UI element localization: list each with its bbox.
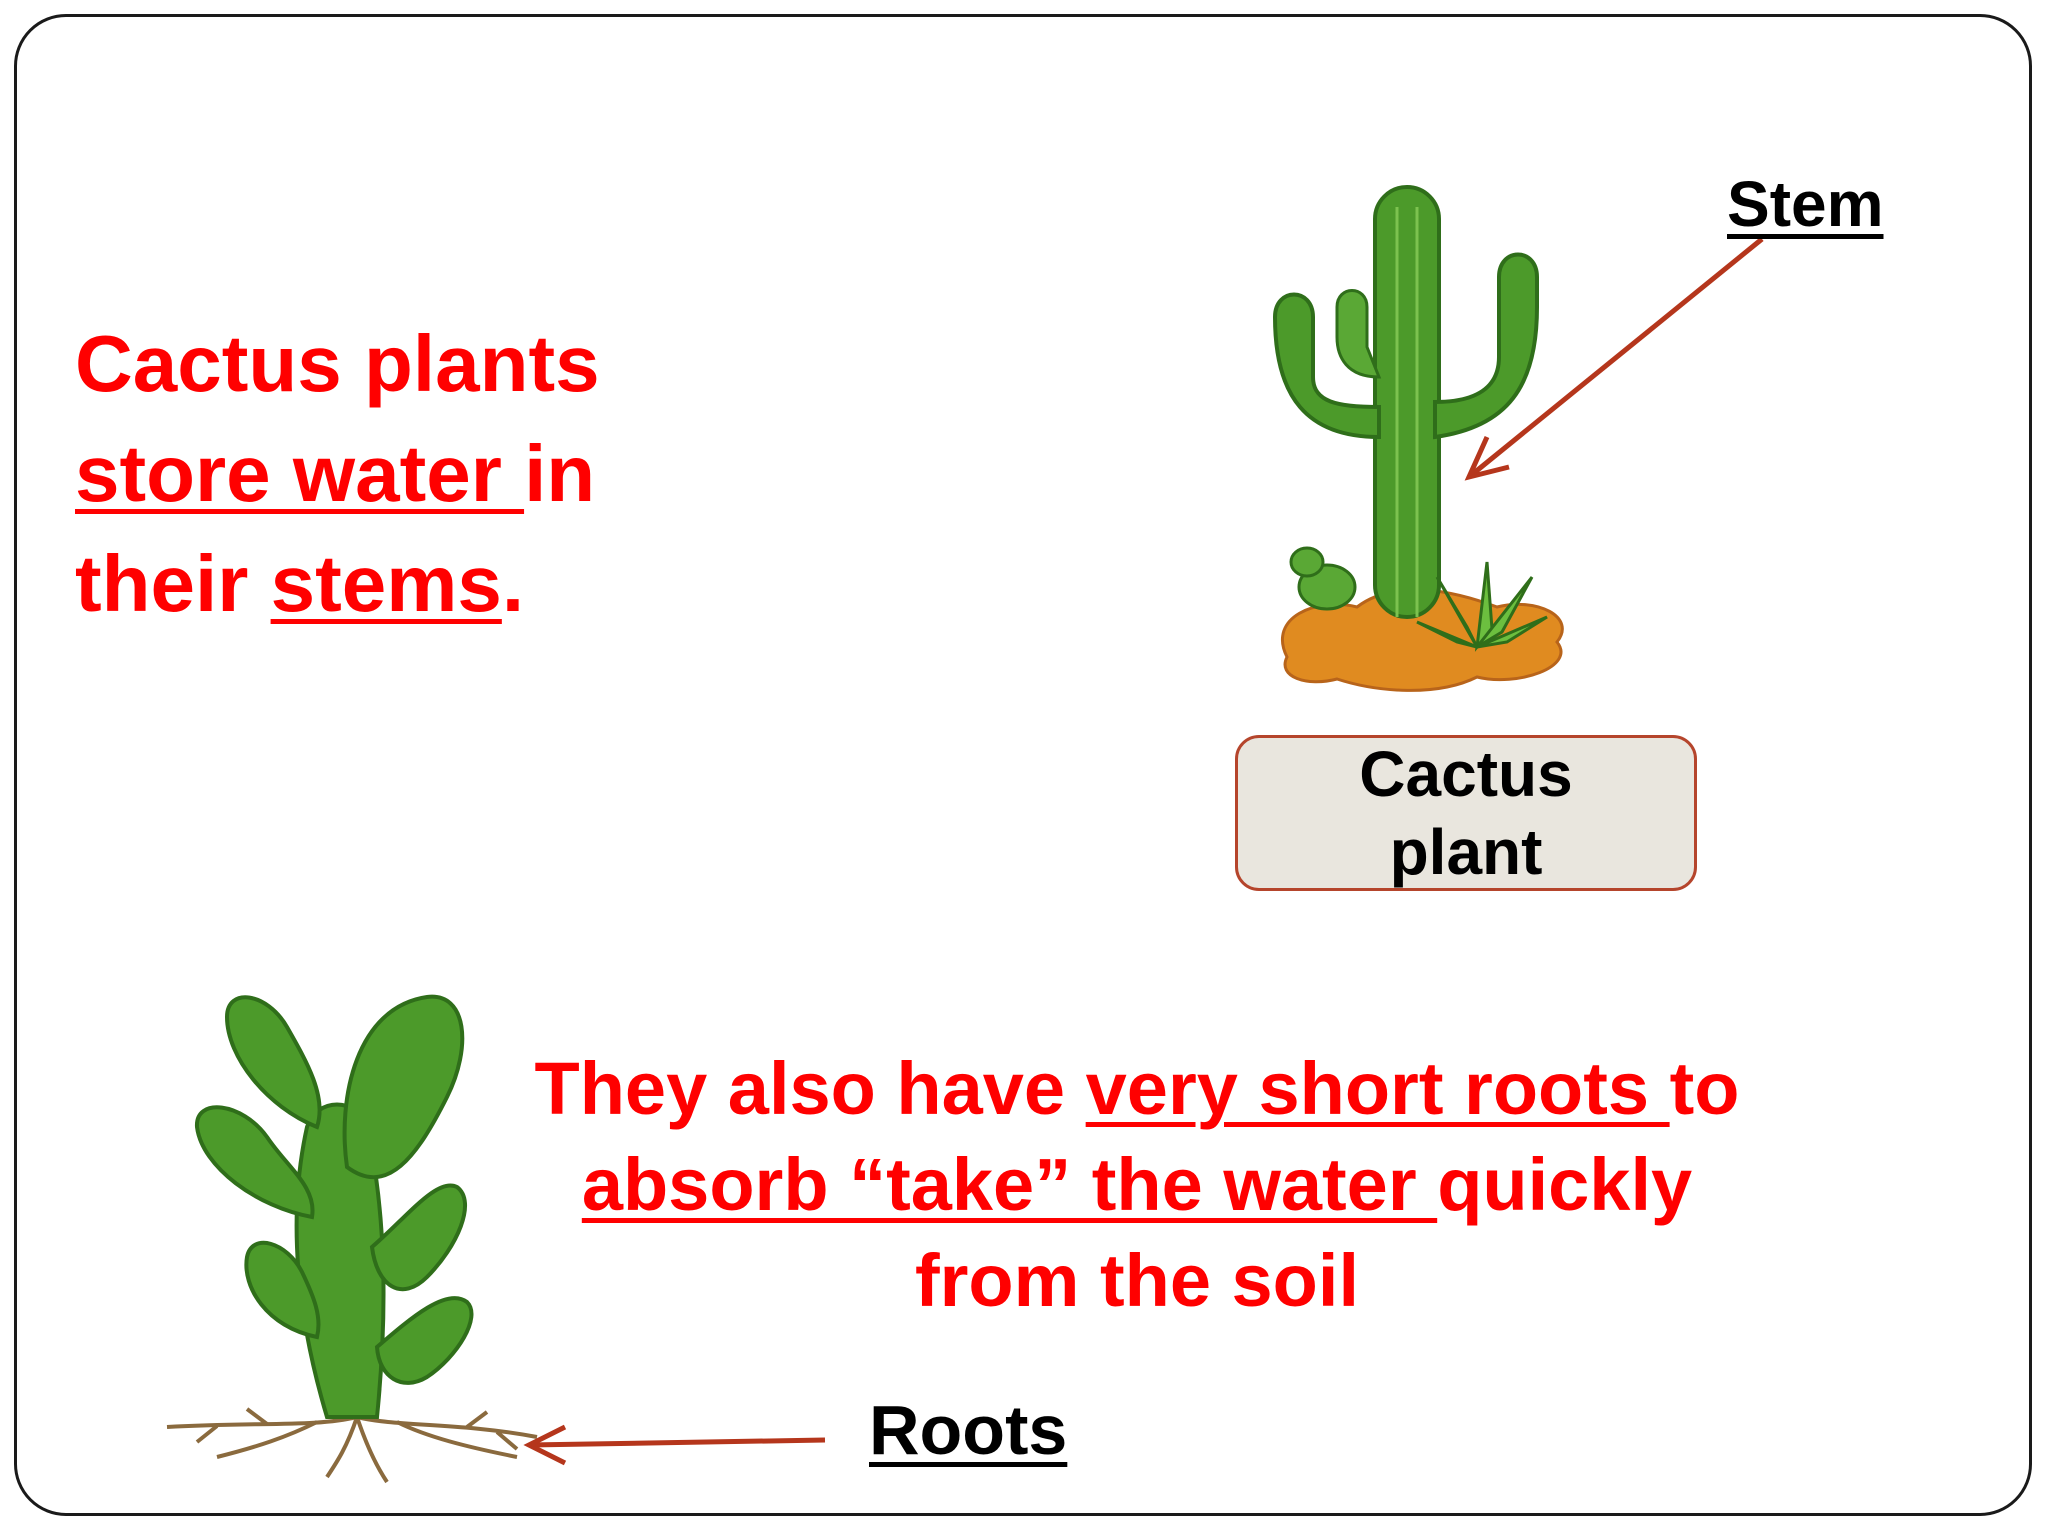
- saguaro-cactus-illustration: [1272, 185, 1564, 692]
- very-short-roots-phrase: very short roots: [1085, 1047, 1670, 1130]
- cactus-pad-right-middle: [369, 1183, 468, 1292]
- roots-statement-part-5: quickly: [1437, 1143, 1693, 1226]
- cactus-left-arm: [1272, 292, 1381, 440]
- stem-arrow: [1464, 237, 1764, 481]
- main-line-2-rest: in: [524, 429, 596, 518]
- cactus-right-arm: [1433, 252, 1539, 440]
- cactus-trunk: [1373, 185, 1441, 619]
- agave-plant: [1416, 561, 1548, 652]
- roots-arrow: [523, 1424, 826, 1466]
- absorb-water-phrase: absorb “take” the water: [581, 1143, 1438, 1226]
- main-line-3-end: .: [501, 539, 525, 628]
- cactus-pad-left-middle: [194, 1105, 315, 1220]
- cactus-pad-right-lower: [374, 1296, 474, 1385]
- main-line-1: Cactus plants: [75, 319, 600, 408]
- stem-label: Stem: [1727, 168, 1884, 240]
- roots-label: Roots: [869, 1391, 1068, 1469]
- cactus-pad-tall: [342, 994, 465, 1180]
- cactus-inner-arm: [1335, 289, 1382, 379]
- slide: Cactus plants store water in their stems…: [14, 14, 2032, 1516]
- roots-statement-part-3: to: [1669, 1047, 1740, 1130]
- cactus-plant-caption-box: Cactus plant: [1235, 735, 1697, 891]
- roots-statement-part-6: from the soil: [914, 1239, 1360, 1322]
- main-statement: Cactus plants store water in their stems…: [75, 309, 715, 639]
- roots-statement: They also have very short roots to absor…: [457, 1041, 1817, 1329]
- cactus-pad-left-lower: [244, 1240, 321, 1340]
- cactus-pad-left-upper: [224, 995, 322, 1130]
- stems-word: stems: [270, 539, 502, 628]
- main-line-3-start: their: [75, 539, 271, 628]
- illustration-layer: [166, 185, 1764, 1484]
- cactus-plant-caption: Cactus plant: [1359, 738, 1573, 888]
- rooted-cactus-illustration: [166, 994, 538, 1484]
- store-water-phrase: store water: [75, 429, 525, 518]
- roots-statement-part-1: They also have: [534, 1047, 1086, 1130]
- roots-illustration: [166, 1407, 538, 1484]
